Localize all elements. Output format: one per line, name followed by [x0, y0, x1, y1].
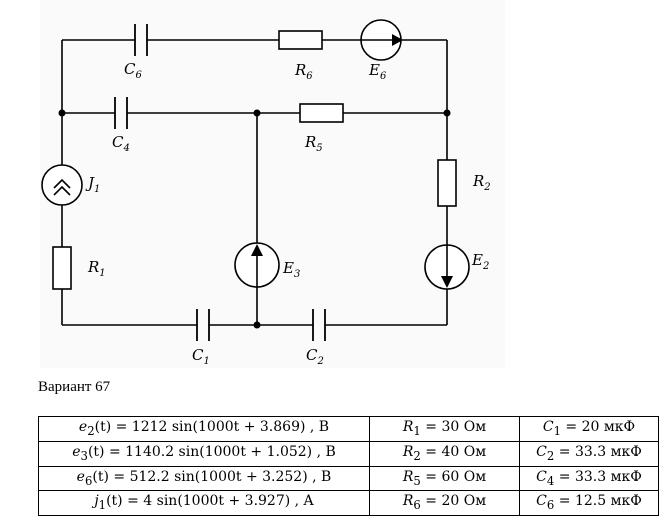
- resistor-r2: [437, 159, 457, 207]
- source-cell: e2(t) = 1212 sin(1000t + 3.869) , B: [38, 416, 370, 442]
- label-c6: C6: [124, 60, 142, 81]
- label-e6: E6: [368, 61, 387, 82]
- capacitor-c1: [196, 309, 210, 341]
- table-row: e2(t) = 1212 sin(1000t + 3.869) , B R1 =…: [38, 416, 659, 442]
- resistor-cell: R6 = 20 Ом: [369, 490, 520, 517]
- voltage-source-e2: [424, 244, 470, 290]
- label-e3: E3: [282, 259, 300, 280]
- junction-node: [58, 109, 66, 117]
- capacitor-cell: C6 = 12.5 мкФ: [519, 490, 659, 517]
- capacitor-c4: [114, 97, 128, 129]
- circuit-panel: [40, 0, 505, 368]
- resistor-r5: [299, 103, 344, 123]
- source-cell: e6(t) = 512.2 sin(1000t + 3.252) , B: [38, 465, 370, 492]
- capacitor-cell: C4 = 33.3 мкФ: [519, 465, 659, 492]
- current-source-j1: [41, 164, 83, 206]
- parameters-table: e2(t) = 1212 sin(1000t + 3.869) , B R1 =…: [38, 416, 659, 517]
- resistor-cell: R5 = 60 Ом: [369, 465, 520, 492]
- voltage-source-e6: [360, 19, 403, 61]
- label-r1: R1: [87, 258, 106, 279]
- label-e2: E2: [471, 251, 489, 272]
- source-cell: j1(t) = 4 sin(1000t + 3.927) , A: [38, 490, 370, 517]
- junction-node: [443, 109, 451, 117]
- voltage-source-e3: [234, 242, 280, 288]
- resistor-cell: R2 = 40 Ом: [369, 440, 520, 467]
- junction-node: [253, 321, 261, 329]
- capacitor-cell: C1 = 20 мкФ: [519, 416, 659, 442]
- wires: [61, 39, 448, 326]
- resistor-r6: [278, 30, 323, 50]
- label-j1: J1: [85, 174, 100, 195]
- label-r5: R5: [304, 133, 323, 154]
- resistor-r1: [52, 246, 72, 290]
- table-row: j1(t) = 4 sin(1000t + 3.927) , A R6 = 20…: [38, 490, 659, 517]
- junction-node: [253, 109, 261, 117]
- label-c1: C1: [192, 346, 210, 367]
- variant-title: Вариант 67: [38, 379, 111, 395]
- label-c4: C4: [112, 133, 130, 154]
- junction-dots: [58, 109, 451, 329]
- capacitor-cell: C2 = 33.3 мкФ: [519, 440, 659, 467]
- capacitor-c2: [312, 309, 326, 341]
- label-r2: R2: [472, 172, 491, 193]
- capacitor-c6: [134, 24, 148, 56]
- table-row: e6(t) = 512.2 sin(1000t + 3.252) , B R5 …: [38, 465, 659, 492]
- label-r6: R6: [294, 61, 313, 82]
- table-row: e3(t) = 1140.2 sin(1000t + 1.052) , B R2…: [38, 440, 659, 467]
- resistor-cell: R1 = 30 Ом: [369, 416, 520, 442]
- label-c2: C2: [306, 346, 324, 367]
- circuit-diagram: C6 R6 E6 C4 R5 J1 R2 R1 E3 E2 C1 C2: [41, 19, 491, 367]
- source-cell: e3(t) = 1140.2 sin(1000t + 1.052) , B: [38, 440, 370, 467]
